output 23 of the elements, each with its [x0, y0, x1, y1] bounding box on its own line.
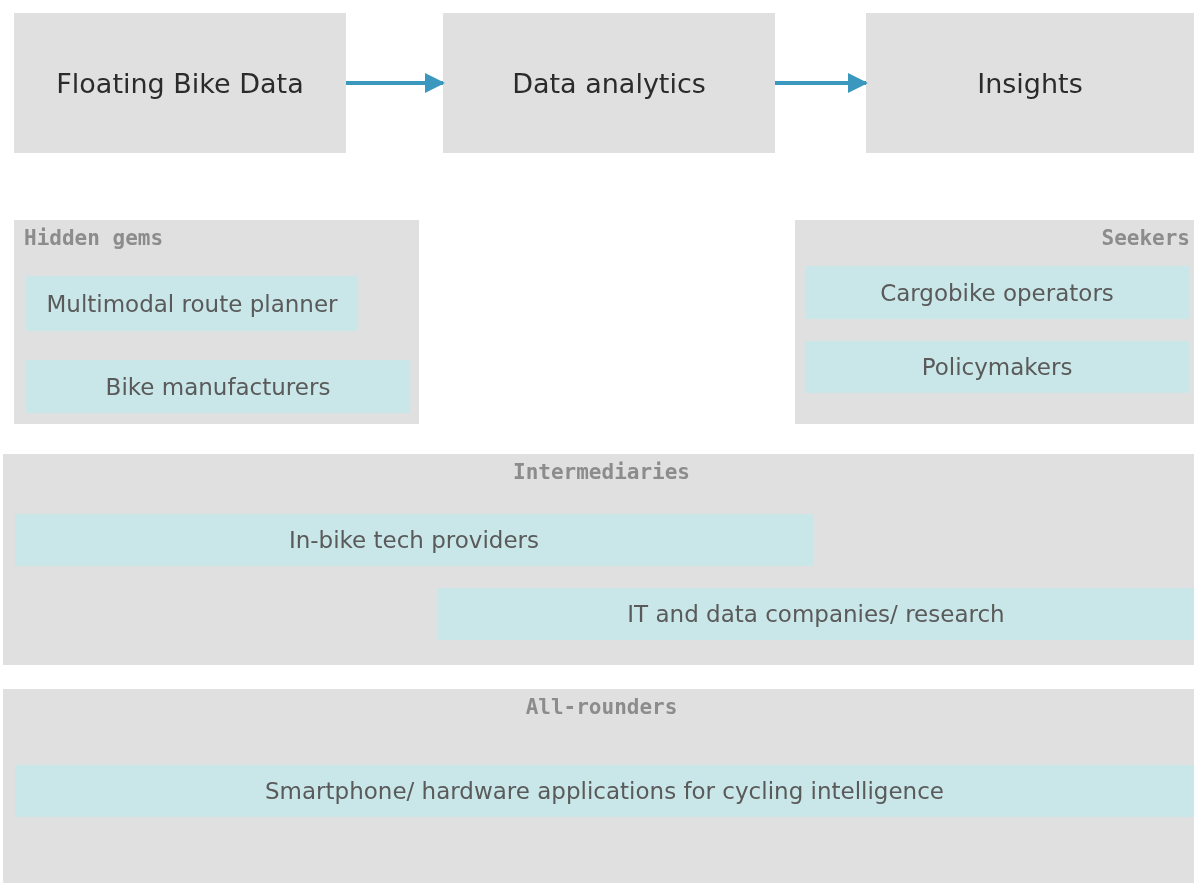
group-panel	[3, 454, 1194, 665]
process-label: Floating Bike Data	[56, 67, 304, 99]
category-label: Multimodal route planner	[46, 290, 338, 317]
group-heading: All-rounders	[525, 695, 678, 719]
arrow	[346, 73, 445, 93]
group-heading: Seekers	[1101, 226, 1190, 250]
group-heading: Intermediaries	[513, 460, 690, 484]
category-label: Cargobike operators	[880, 279, 1114, 306]
process-box	[443, 13, 775, 153]
category-label: In-bike tech providers	[288, 527, 540, 553]
process-box	[866, 13, 1194, 153]
group-panel	[14, 220, 419, 424]
group-panel	[3, 689, 1194, 883]
category-label: IT and data companies/ research	[627, 601, 1005, 627]
category-label: Smartphone/ hardware applications for cycling intelligence	[265, 778, 944, 804]
group-heading: Hidden gems	[24, 226, 164, 250]
category-label: Bike manufacturers	[105, 373, 331, 400]
process-box	[14, 13, 346, 153]
process-label: Data analytics	[512, 67, 706, 99]
group-panel	[795, 220, 1194, 424]
category-label: Policymakers	[921, 354, 1073, 380]
arrow	[775, 73, 868, 93]
process-label: Insights	[977, 67, 1083, 99]
